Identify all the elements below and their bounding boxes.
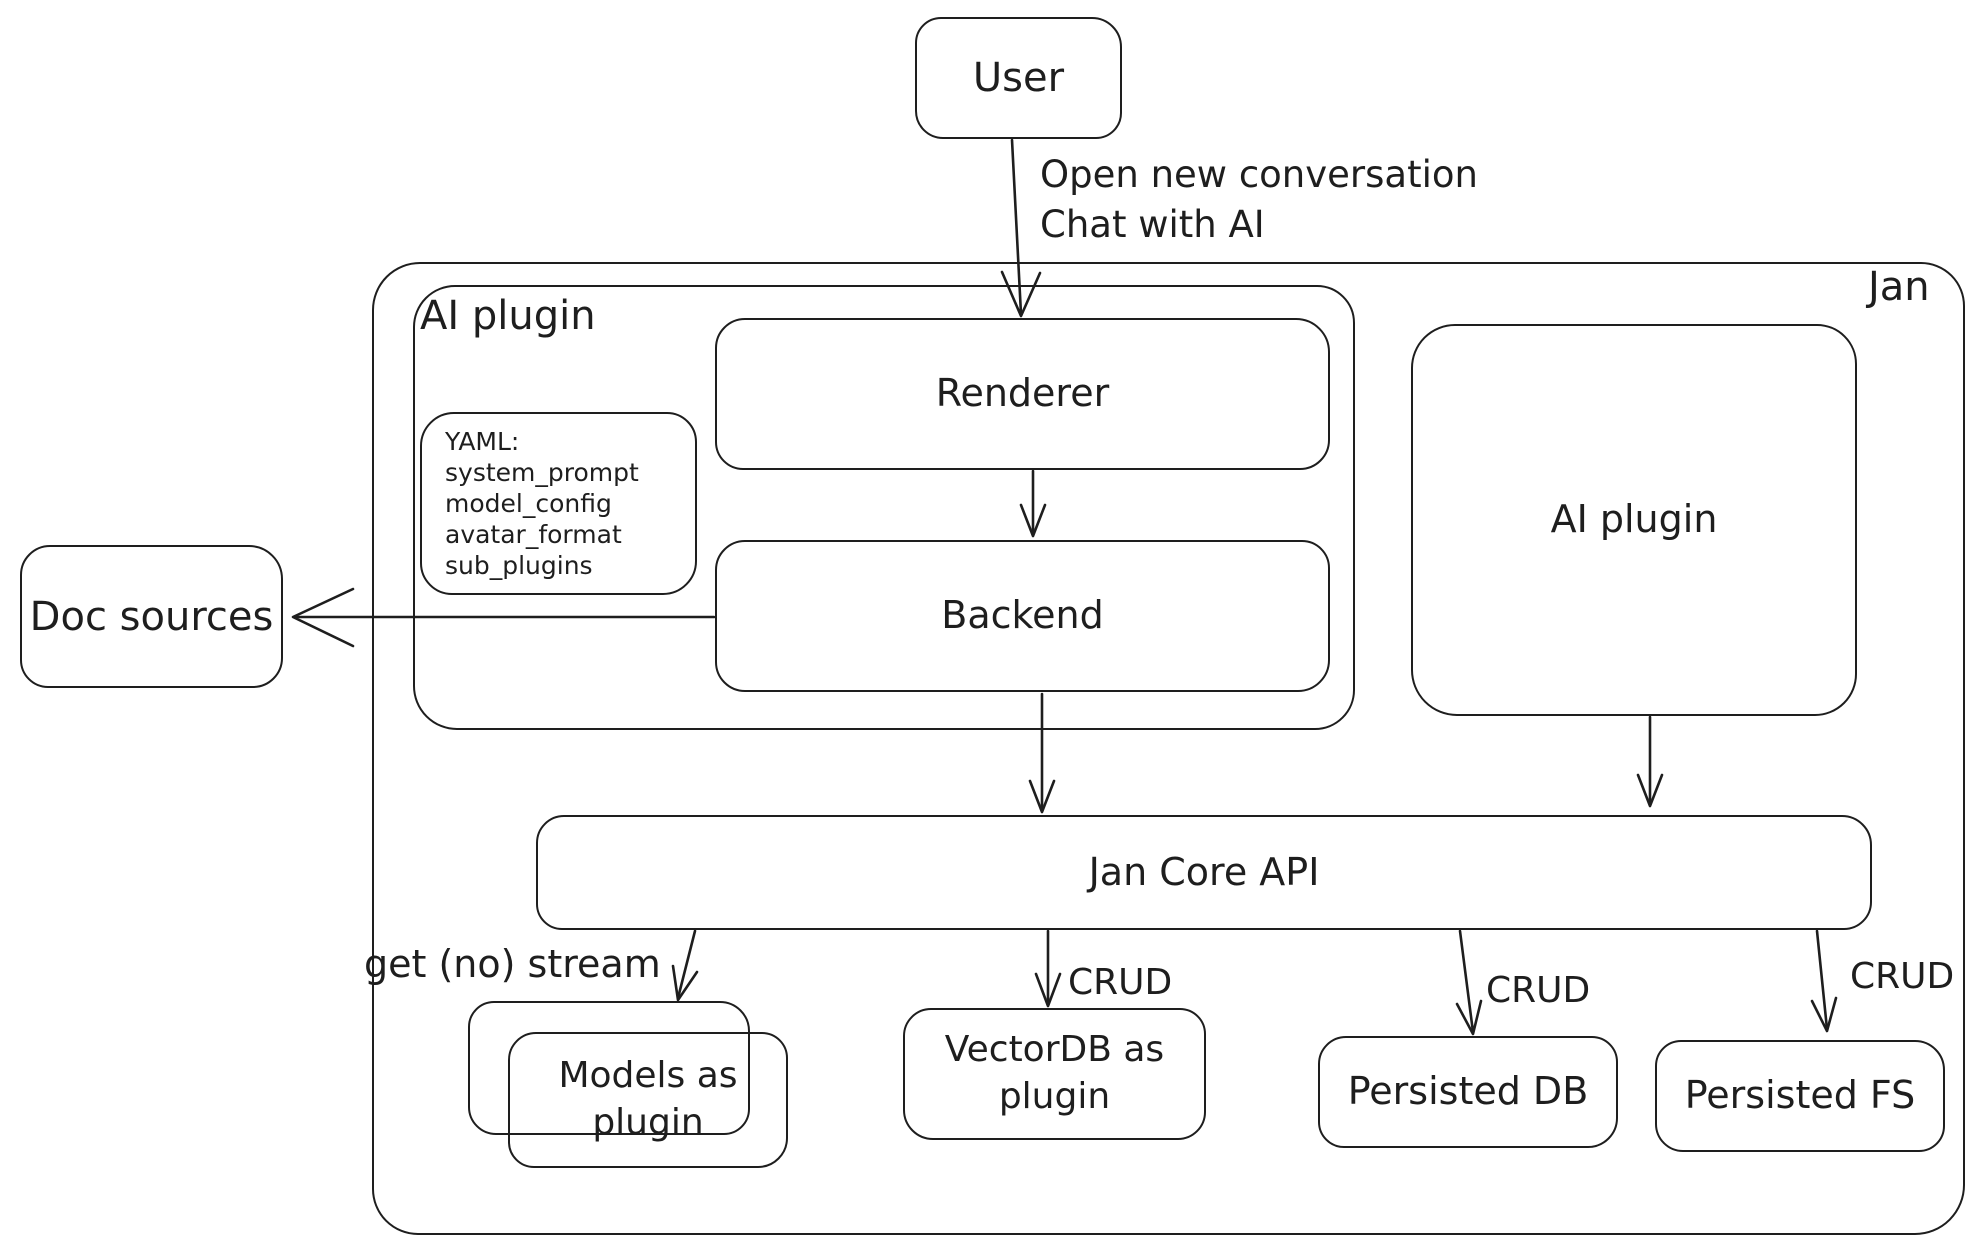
edge-label-crud-persisted-db: CRUD	[1486, 970, 1591, 1011]
container-ai-plugin-left-label: AI plugin	[420, 293, 596, 339]
container-ai-plugin-left	[413, 285, 1355, 730]
node-persisted-fs-label: Persisted FS	[1684, 1073, 1916, 1118]
node-doc-sources-label: Doc sources	[29, 593, 274, 640]
node-ai-plugin-right-label: AI plugin	[1550, 497, 1718, 542]
yaml-note-line: YAML:	[445, 427, 520, 456]
node-jan-core-api-label: Jan Core API	[1088, 849, 1320, 894]
node-user: User	[915, 17, 1122, 139]
node-persisted-fs: Persisted FS	[1655, 1040, 1945, 1152]
node-jan-core-api: Jan Core API	[536, 815, 1872, 930]
node-persisted-db: Persisted DB	[1318, 1036, 1618, 1148]
node-vectordb-as-plugin-label: VectorDB as plugin	[944, 1029, 1165, 1117]
node-backend: Backend	[715, 540, 1330, 692]
node-vectordb-as-plugin: VectorDB as plugin	[903, 1008, 1206, 1140]
yaml-note-line: avatar_format	[445, 520, 622, 549]
node-renderer-label: Renderer	[935, 371, 1110, 416]
node-models-as-plugin-back	[468, 1001, 750, 1135]
node-persisted-db-label: Persisted DB	[1347, 1069, 1589, 1114]
node-models-as-plugin: Models as plugin	[508, 1032, 788, 1168]
node-user-label: User	[972, 55, 1065, 101]
node-renderer: Renderer	[715, 318, 1330, 470]
node-doc-sources: Doc sources	[20, 545, 283, 688]
container-jan-label: Jan	[1868, 264, 1930, 310]
node-models-as-plugin-label: Models as plugin	[558, 1055, 738, 1143]
node-ai-plugin-right: AI plugin	[1411, 324, 1857, 716]
node-yaml-note: YAML: system_prompt model_config avatar_…	[420, 412, 697, 595]
yaml-note-line: system_prompt	[445, 458, 639, 487]
edge-label-get-no-stream: get (no) stream	[364, 942, 661, 986]
yaml-note-line: model_config	[445, 489, 612, 518]
edge-label-crud-vectordb: CRUD	[1068, 962, 1173, 1003]
edge-label-chat-with-ai: Chat with AI	[1040, 203, 1265, 246]
container-jan	[372, 262, 1965, 1235]
yaml-note-line: sub_plugins	[445, 551, 593, 580]
node-backend-label: Backend	[941, 593, 1104, 638]
edge-label-crud-persisted-fs: CRUD	[1850, 956, 1955, 997]
edge-label-open-new-conversation: Open new conversation	[1040, 153, 1478, 196]
